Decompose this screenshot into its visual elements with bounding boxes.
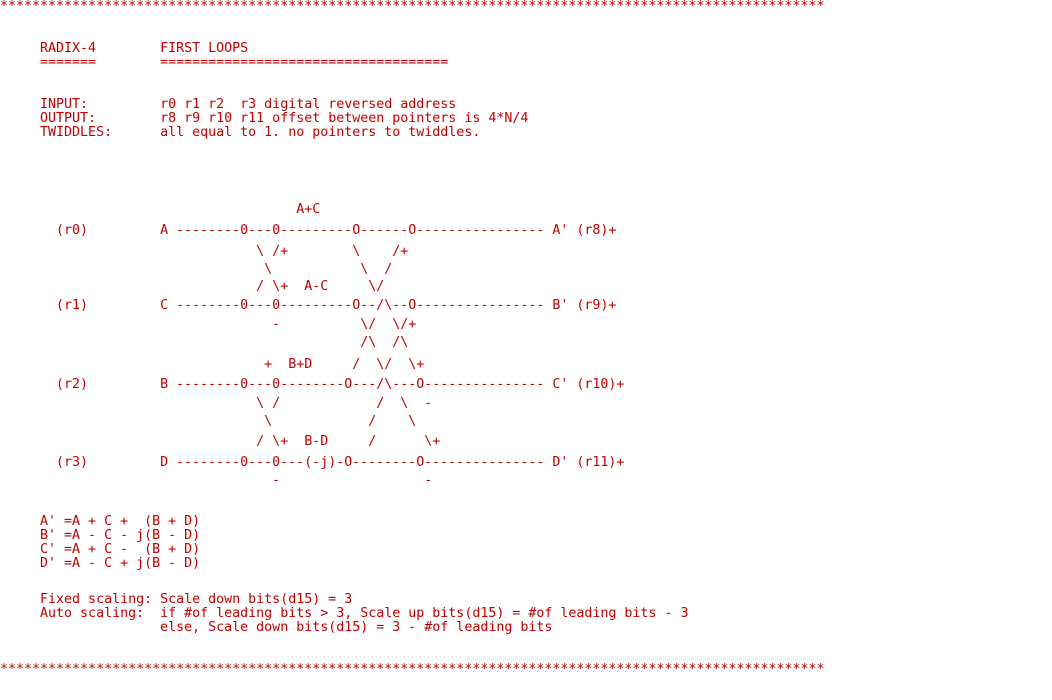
output-description: OUTPUT: r8 r9 r10 r11 offset between poi… [0, 111, 529, 126]
butterfly-diagram-line: \ / \ [0, 414, 417, 429]
equation-line: B' =A - C - j(B - D) [0, 528, 201, 543]
butterfly-diagram-line: / \+ A-C \/ [0, 279, 385, 294]
butterfly-diagram-line: \ \ / [0, 262, 393, 277]
asterisk-border-top: ****************************************… [0, 0, 825, 14]
auto-scaling-else-note: else, Scale down bits(d15) = 3 - #of lea… [0, 620, 553, 635]
equation-line: D' =A - C + j(B - D) [0, 556, 201, 571]
input-description: INPUT: r0 r1 r2 r3 digital reversed addr… [0, 97, 457, 112]
section-title: RADIX-4 FIRST LOOPS [0, 41, 249, 56]
butterfly-diagram-line: A+C [0, 202, 321, 217]
butterfly-diagram-line: + B+D / \/ \+ [0, 357, 425, 372]
twiddles-description: TWIDDLES: all equal to 1. no pointers to… [0, 125, 481, 140]
butterfly-diagram-line: / \+ B-D / \+ [0, 434, 441, 449]
equation-line: C' =A + C - (B + D) [0, 542, 201, 557]
title-underline: ======= ================================… [0, 55, 449, 70]
auto-scaling-note: Auto scaling: if #of leading bits > 3, S… [0, 606, 689, 621]
asterisk-border-bottom: ****************************************… [0, 662, 825, 677]
butterfly-diagram-line: (r2) B --------0---0--------O---/\---O--… [0, 377, 625, 392]
butterfly-diagram-line: \ / / \ - [0, 396, 433, 411]
butterfly-diagram-line: (r3) D --------0---0---(-j)-O--------O--… [0, 455, 625, 470]
fixed-scaling-note: Fixed scaling: Scale down bits(d15) = 3 [0, 592, 353, 607]
butterfly-diagram-line: (r0) A --------0---0---------O------O---… [0, 223, 617, 238]
equation-line: A' =A + C + (B + D) [0, 514, 201, 529]
butterfly-diagram-line: - \/ \/+ [0, 317, 417, 332]
butterfly-diagram-line: \ /+ \ /+ [0, 244, 409, 259]
butterfly-diagram-line: - - [0, 473, 433, 488]
butterfly-diagram-line: (r1) C --------0---0---------O--/\--O---… [0, 298, 617, 313]
butterfly-diagram-line: /\ /\ [0, 335, 409, 350]
